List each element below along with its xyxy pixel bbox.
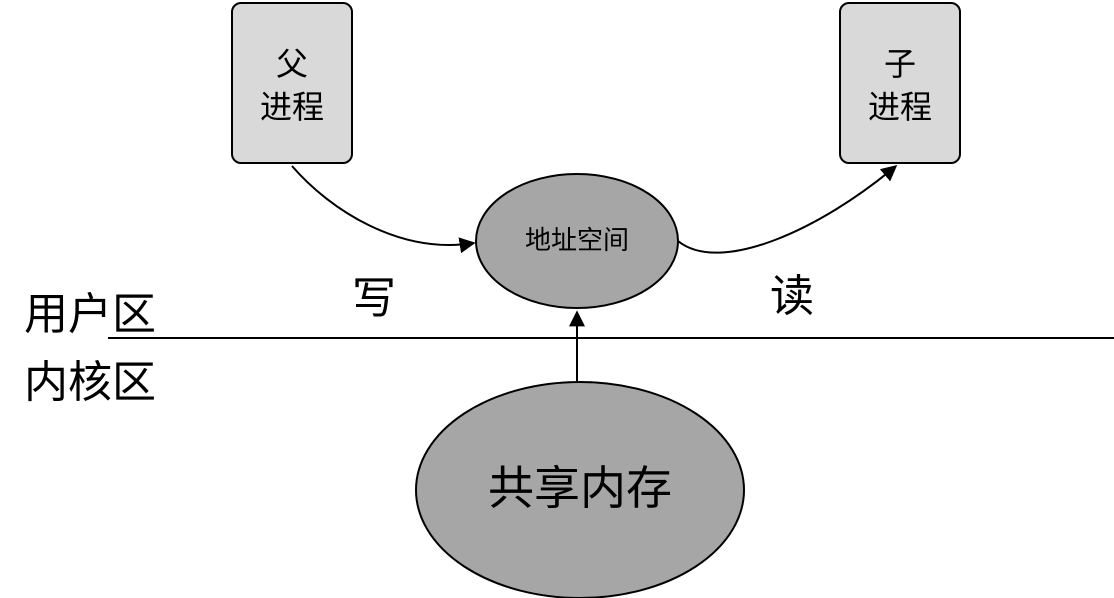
parent-process-label-2: 进程 xyxy=(259,88,324,126)
child-process-label-2: 进程 xyxy=(867,88,932,126)
address-space-label: 地址空间 xyxy=(524,226,629,256)
shared-memory-label: 共享内存 xyxy=(488,461,672,515)
kernel-region-label: 内核区 xyxy=(24,357,156,408)
child-process-label-1: 子 xyxy=(883,45,916,83)
child-process-box: 子 进程 xyxy=(839,2,961,164)
shared-memory-ellipse xyxy=(415,381,745,598)
write-label: 写 xyxy=(352,273,396,324)
write-arrow xyxy=(291,165,476,254)
parent-process-box: 父 进程 xyxy=(231,2,353,164)
read-label: 读 xyxy=(770,271,814,322)
parent-process-label-1: 父 xyxy=(275,45,308,83)
read-arrow xyxy=(677,164,898,254)
user-region-label: 用户区 xyxy=(24,289,156,340)
